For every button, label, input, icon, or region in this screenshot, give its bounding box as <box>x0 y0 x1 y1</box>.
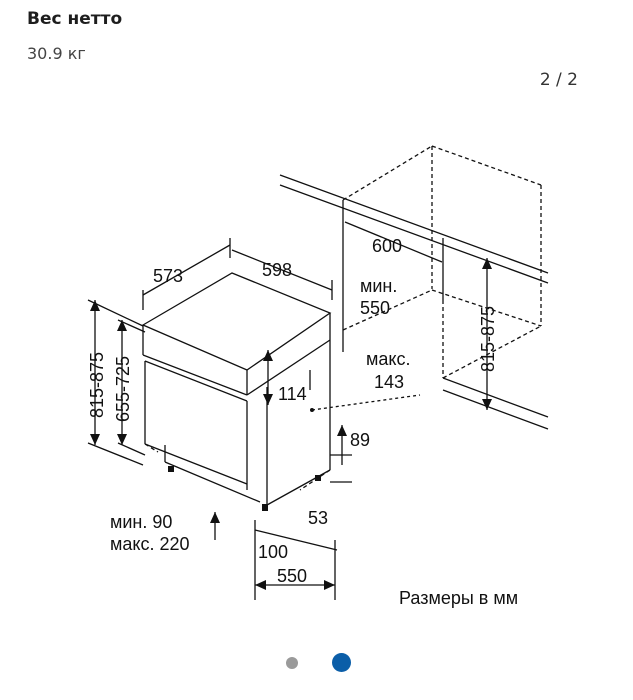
dimension-min-550: 550 <box>360 298 390 318</box>
dimension-leader <box>311 394 421 411</box>
dimension-89: 89 <box>350 430 370 450</box>
dimension-drawing: 573 598 600 мин. 550 макс. 143 815-875 6… <box>87 145 549 608</box>
dimension-598: 598 <box>262 260 292 280</box>
gallery-pagination-dots <box>0 652 633 672</box>
dimension-max-220: макс. 220 <box>110 534 190 554</box>
dimension-573: 573 <box>153 266 183 286</box>
pagination-dot-2[interactable] <box>332 653 351 672</box>
drawing-caption: Размеры в мм <box>399 588 518 608</box>
dimension-max-143: 143 <box>374 372 404 392</box>
spec-label: Вес нетто <box>27 9 123 29</box>
image-pager-counter: 2 / 2 <box>539 70 578 90</box>
dimension-815-875-right: 815-875 <box>478 306 498 372</box>
kitchen-cabinet-outline <box>279 174 549 430</box>
dimension-arrows <box>90 258 492 590</box>
dimension-655-725: 655-725 <box>113 356 133 422</box>
dimension-815-875-left: 815-875 <box>87 352 107 418</box>
dimension-min-label: мин. <box>360 276 397 296</box>
dimension-600: 600 <box>372 236 402 256</box>
dimension-max-label: макс. <box>366 349 410 369</box>
dimension-550-bottom: 550 <box>277 566 307 586</box>
dishwasher-hidden-lines <box>144 443 331 491</box>
dimension-min-90: мин. 90 <box>110 512 172 532</box>
pagination-dot-1[interactable] <box>286 657 298 669</box>
dimension-114: 114 <box>278 384 307 404</box>
spec-value: 30.9 кг <box>27 44 86 63</box>
dishwasher-feet <box>168 466 321 511</box>
dimension-53: 53 <box>308 508 328 528</box>
dimension-100: 100 <box>258 542 288 562</box>
